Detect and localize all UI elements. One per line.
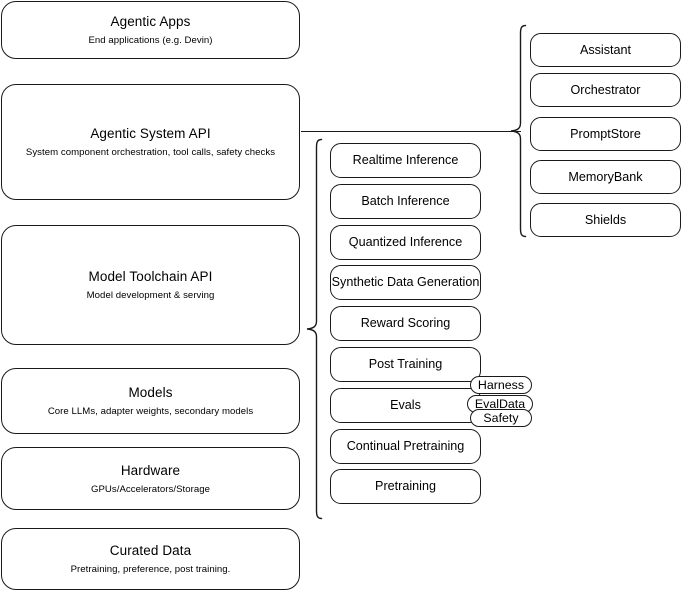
layer-subtitle: System component orchestration, tool cal… (25, 147, 276, 158)
component-assistant[interactable]: Assistant (530, 33, 681, 67)
capability-pretraining[interactable]: Pretraining (330, 469, 481, 504)
capability-label: Evals (390, 398, 421, 412)
capability-quantized-inference[interactable]: Quantized Inference (330, 225, 481, 260)
badge-safety[interactable]: Safety (470, 409, 532, 427)
component-memorybank[interactable]: MemoryBank (530, 160, 681, 194)
connector-line-system-api (301, 130, 521, 132)
layer-model-toolchain-api[interactable]: Model Toolchain API Model development & … (1, 225, 300, 345)
layer-subtitle: Core LLMs, adapter weights, secondary mo… (47, 406, 254, 417)
capability-label: Realtime Inference (352, 153, 459, 167)
component-promptstore[interactable]: PromptStore (530, 117, 681, 151)
layer-title: Models (128, 385, 173, 400)
capability-reward-scoring[interactable]: Reward Scoring (330, 306, 481, 341)
capability-label: Continual Pretraining (346, 439, 465, 453)
layer-agentic-system-api[interactable]: Agentic System API System component orch… (1, 84, 300, 200)
layer-agentic-apps[interactable]: Agentic Apps End applications (e.g. Devi… (1, 1, 300, 59)
capability-label: Quantized Inference (348, 235, 463, 249)
capability-label: Batch Inference (361, 194, 450, 208)
layer-hardware[interactable]: Hardware GPUs/Accelerators/Storage (1, 447, 300, 510)
capability-continual-pretraining[interactable]: Continual Pretraining (330, 429, 481, 464)
capability-label: Reward Scoring (360, 316, 451, 330)
layer-models[interactable]: Models Core LLMs, adapter weights, secon… (1, 368, 300, 434)
layer-title: Hardware (120, 462, 181, 478)
component-label: PromptStore (570, 126, 641, 141)
capability-batch-inference[interactable]: Batch Inference (330, 184, 481, 219)
layer-subtitle: Pretraining, preference, post training. (70, 564, 231, 575)
layer-title: Model Toolchain API (88, 269, 213, 284)
component-label: Assistant (579, 42, 632, 57)
capability-label: Synthetic Data Generation (331, 275, 480, 289)
capability-post-training[interactable]: Post Training (330, 347, 481, 382)
capability-realtime-inference[interactable]: Realtime Inference (330, 143, 481, 178)
layer-curated-data[interactable]: Curated Data Pretraining, preference, po… (1, 528, 300, 590)
layer-subtitle: Model development & serving (86, 290, 215, 301)
layer-title: Curated Data (109, 543, 192, 558)
component-orchestrator[interactable]: Orchestrator (530, 73, 681, 107)
component-label: Orchestrator (570, 82, 641, 97)
component-label: Shields (584, 212, 627, 227)
toolchain-brace (306, 138, 323, 520)
layer-title: Agentic System API (90, 126, 211, 141)
component-label: MemoryBank (568, 169, 643, 184)
badge-harness[interactable]: Harness (470, 376, 532, 394)
component-shields[interactable]: Shields (530, 203, 681, 237)
capability-label: Post Training (368, 357, 443, 371)
capability-label: Pretraining (375, 479, 436, 493)
capability-synthetic-data-generation[interactable]: Synthetic Data Generation (330, 265, 481, 300)
layer-title: Agentic Apps (110, 14, 191, 29)
capability-evals[interactable]: Evals (330, 388, 481, 423)
layer-subtitle: GPUs/Accelerators/Storage (90, 483, 211, 495)
layer-subtitle: End applications (e.g. Devin) (88, 35, 213, 46)
